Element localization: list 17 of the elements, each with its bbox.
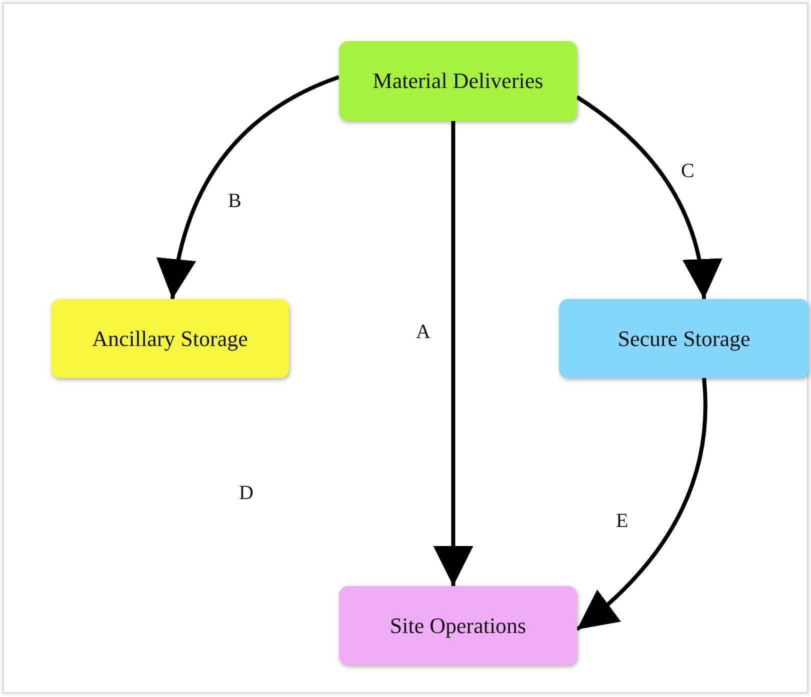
process-box (51, 299, 289, 378)
edge-label: E (616, 511, 628, 531)
arrow (576, 378, 708, 632)
edge-label: B (228, 191, 242, 211)
node-label: Material Deliveries (372, 68, 544, 94)
process-box (559, 299, 809, 378)
arrow (158, 75, 340, 300)
edge-label: C (681, 161, 694, 181)
letter-label: D (239, 483, 254, 503)
arrow (433, 121, 474, 586)
node-label: Ancillary Storage (92, 326, 248, 352)
process-box (339, 586, 577, 665)
node-label: Secure Storage (618, 326, 750, 352)
process-box (339, 41, 577, 121)
arrow (576, 95, 721, 300)
node-label: Site Operations (390, 612, 526, 638)
edge-label: A (416, 322, 430, 342)
